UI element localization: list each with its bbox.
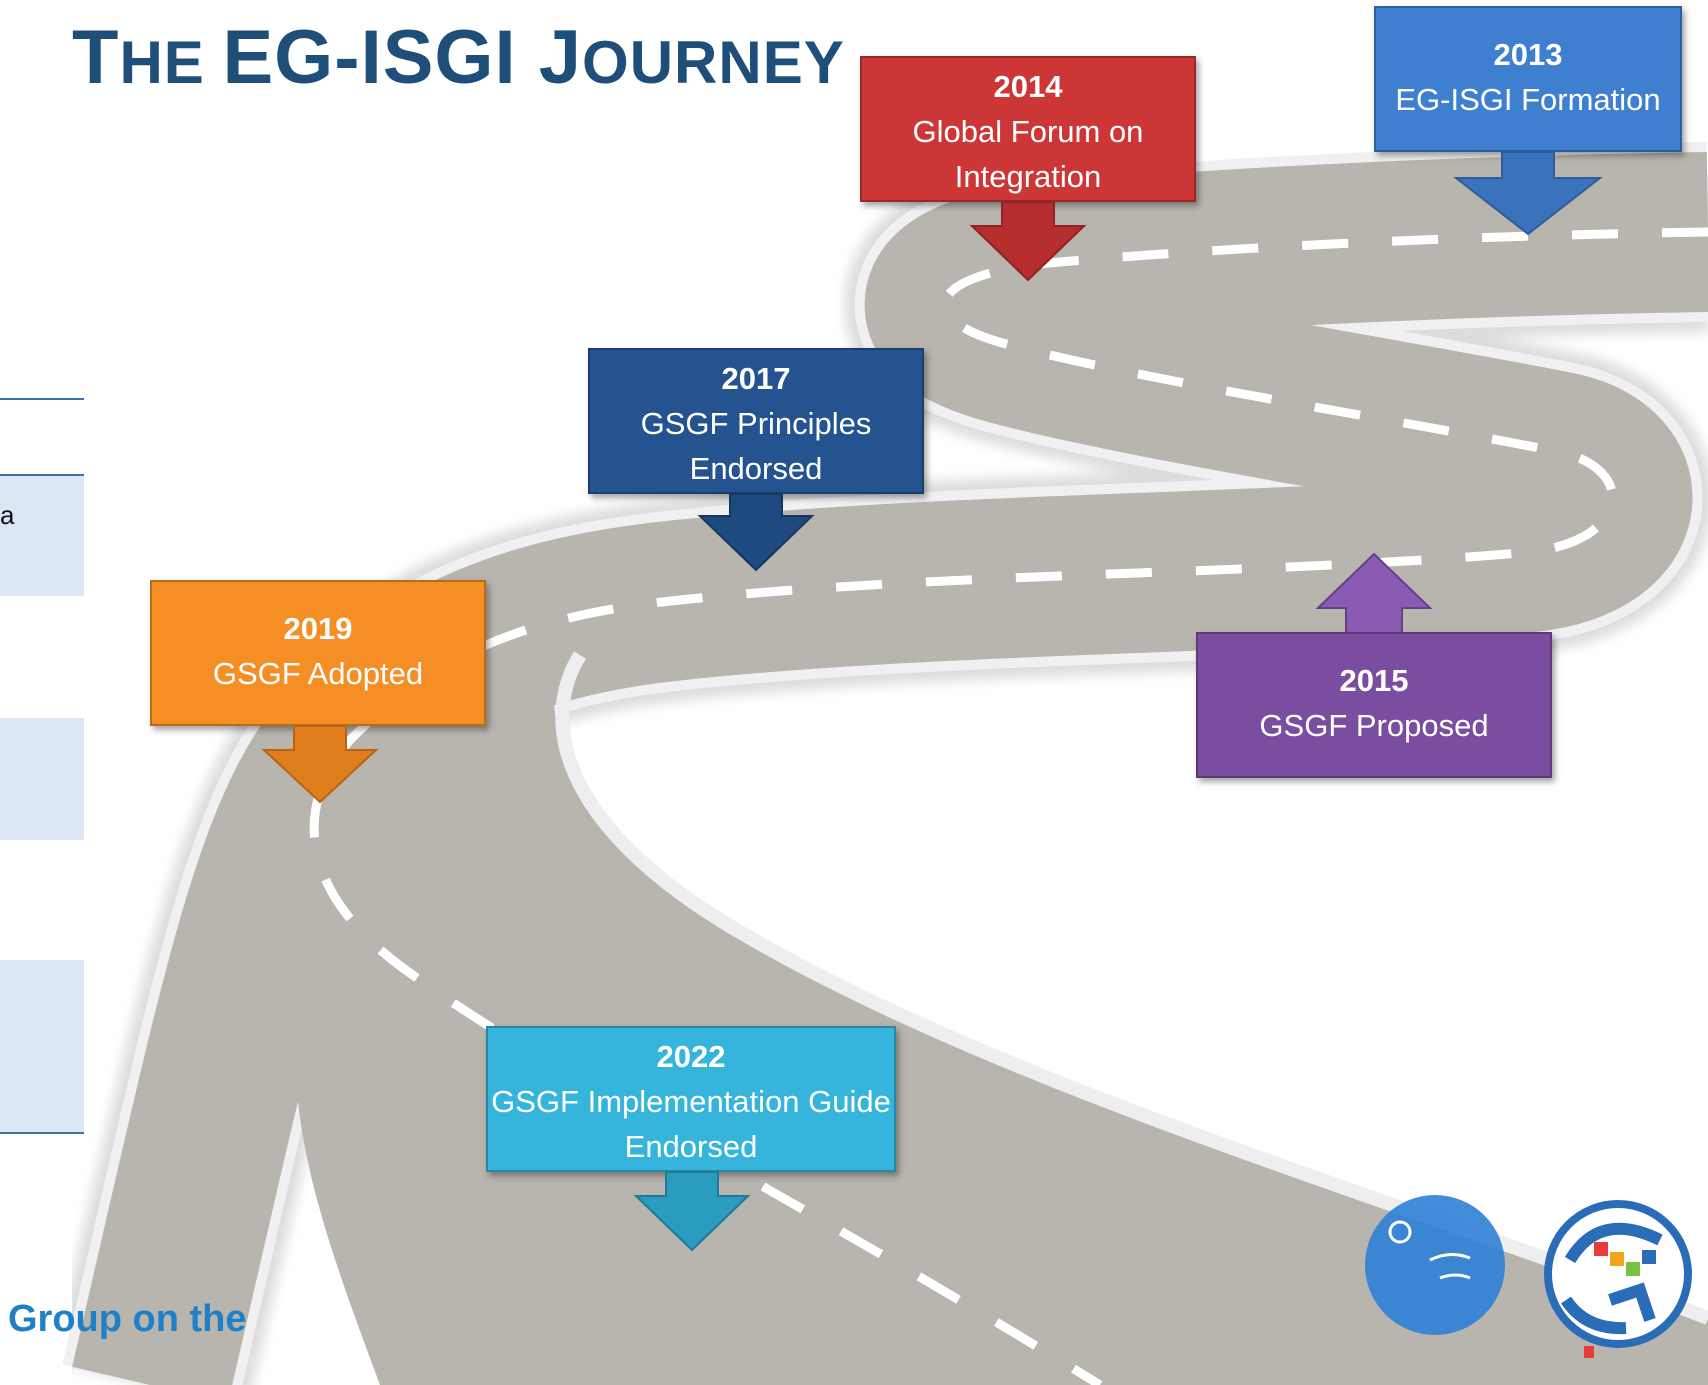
milestone-2019: 2019 GSGF Adopted	[150, 580, 486, 804]
table-band	[0, 960, 84, 1132]
table-band	[0, 718, 84, 840]
milestone-year: 2019	[283, 611, 353, 646]
milestone-label: GSGF Implementation Guide Endorsed	[491, 1084, 891, 1164]
milestone-year: 2022	[656, 1039, 726, 1074]
down-arrow-icon	[261, 725, 379, 804]
table-rule	[0, 1132, 84, 1134]
milestone-year: 2017	[721, 361, 791, 396]
milestone-label: EG-ISGI Formation	[1395, 82, 1661, 117]
down-arrow-icon	[697, 493, 815, 572]
up-arrow-icon	[1315, 552, 1433, 635]
left-table-fragment: a	[0, 0, 84, 1385]
table-rule	[0, 398, 84, 400]
milestone-label: GSGF Principles Endorsed	[640, 406, 872, 486]
milestone-label: GSGF Proposed	[1259, 708, 1489, 743]
milestone-2014: 2014 Global Forum on Integration	[860, 56, 1196, 282]
page-title: THE EG-ISGI JOURNEY	[72, 15, 845, 100]
ggim-logo	[1544, 1200, 1692, 1358]
milestone-2017: 2017 GSGF Principles Endorsed	[588, 348, 924, 572]
milestone-2015: 2015 GSGF Proposed	[1196, 552, 1552, 778]
milestone-2013: 2013 EG-ISGI Formation	[1374, 6, 1682, 236]
un-statistical-commission-logo	[1365, 1195, 1505, 1335]
down-arrow-icon	[969, 201, 1087, 282]
milestone-year: 2013	[1493, 37, 1563, 72]
footer-text: Group on the	[8, 1298, 247, 1340]
milestone-label: Global Forum on Integration	[912, 114, 1144, 194]
milestone-year: 2015	[1339, 663, 1409, 698]
milestone-year: 2014	[993, 69, 1063, 104]
partner-logos	[1365, 1195, 1692, 1358]
table-rule	[0, 474, 84, 476]
milestone-label: GSGF Adopted	[212, 656, 424, 691]
table-text-fragment: a	[0, 500, 15, 530]
down-arrow-icon	[1453, 151, 1603, 236]
table-band	[0, 476, 84, 596]
down-arrow-icon	[633, 1171, 751, 1252]
milestone-2022: 2022 GSGF Implementation Guide Endorsed	[486, 1026, 896, 1252]
